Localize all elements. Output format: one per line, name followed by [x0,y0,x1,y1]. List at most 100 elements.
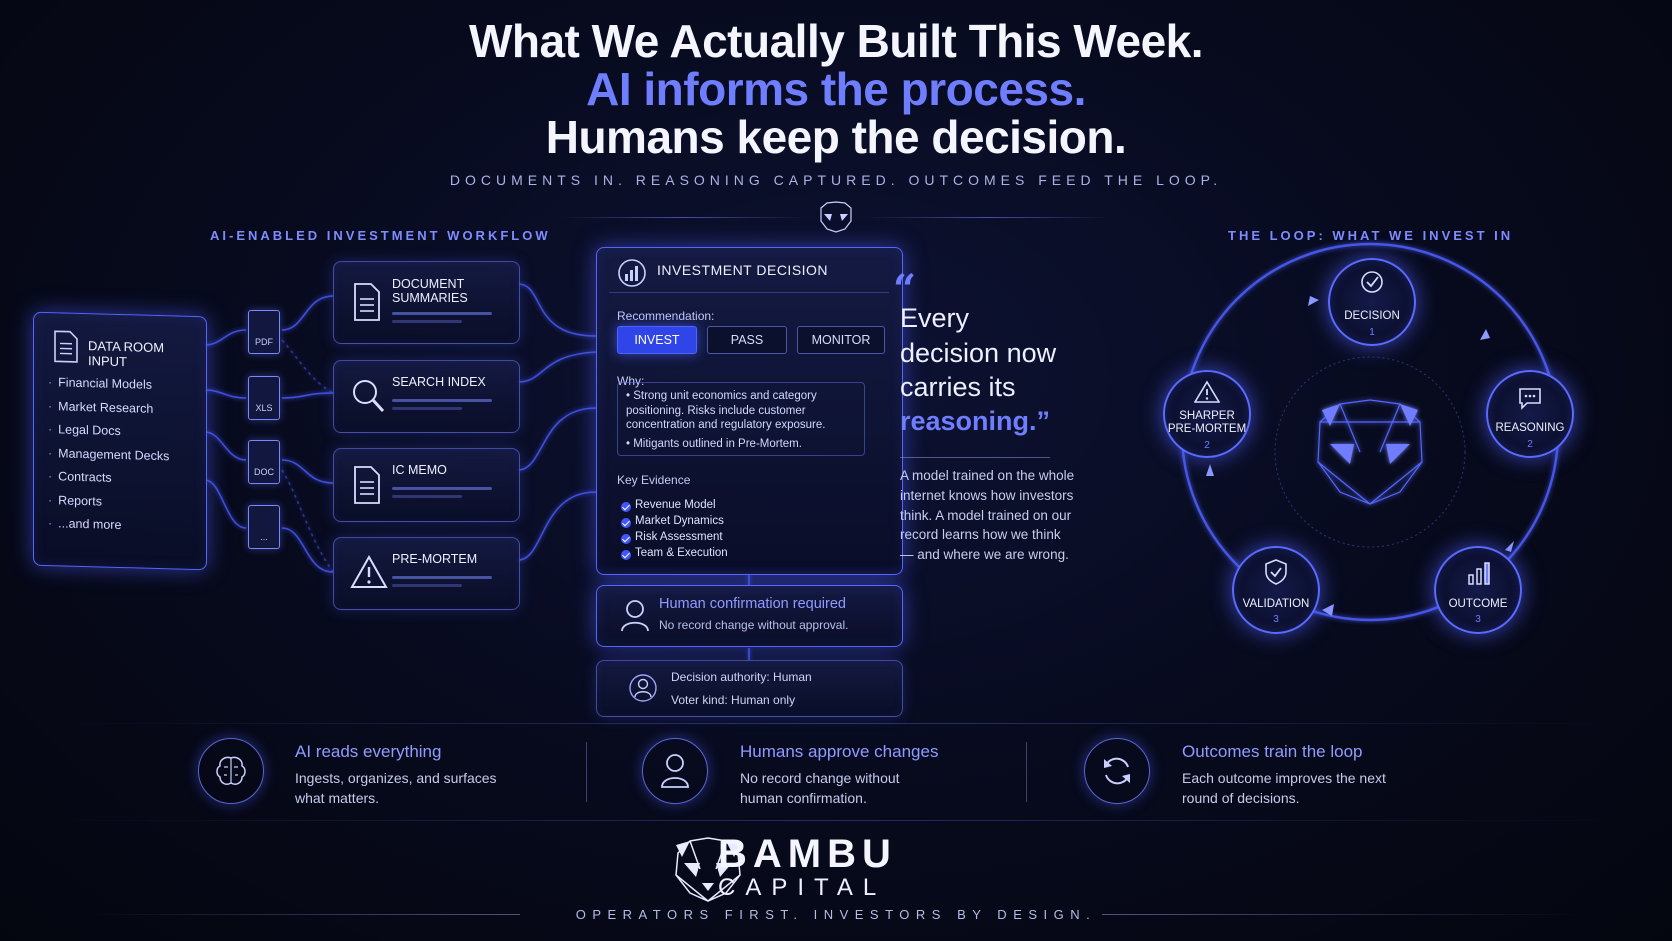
more-file-icon: ... [248,505,280,549]
module-search-index[interactable]: SEARCH INDEX [333,360,520,433]
memo-icon [354,466,380,504]
why-box: • Strong unit economics and category pos… [617,382,865,456]
header-divider-left [560,217,806,218]
panda-logo-icon [675,837,741,902]
feature-separator [1026,742,1027,802]
loop-node-reasoning[interactable]: REASONING 2 [1486,370,1574,458]
loop-node-sharper-pre-mortem[interactable]: SHARPER PRE-MORTEM 2 [1163,370,1251,458]
investment-decision-panel: INVESTMENT DECISION Recommendation: INVE… [596,247,903,575]
module-ic-memo[interactable]: IC MEMO [333,448,520,522]
warning-icon [1194,380,1220,403]
quote-line: decision now [900,338,1057,368]
data-room-title: DATA ROOM INPUT [88,338,165,370]
brand-name: BAMBU [718,832,897,876]
recommendation-label: Recommendation: [617,309,715,323]
brand-motto: OPERATORS FIRST. INVESTORS BY DESIGN. [575,907,1097,922]
panda-emblem-center [1317,399,1423,505]
feature-text: No record change without human confirmat… [740,770,900,806]
motto-divider-right [1102,914,1582,915]
list-item: Management Decks [48,446,169,473]
decision-authority-panel: Decision authority: Human Voter kind: Hu… [596,660,903,717]
warning-icon [350,554,388,588]
quote-mark-icon: “ [893,266,917,313]
headline-line-3: Humans keep the decision. [545,111,1127,163]
human-confirmation-panel: Human confirmation required No record ch… [596,585,903,647]
list-item: Legal Docs [48,422,169,449]
bar-chart-icon [1468,562,1490,585]
person-icon [642,738,708,804]
evidence-item: Risk Assessment [635,531,723,543]
pdf-file-icon: PDF [248,310,280,354]
list-item: Contracts [48,469,169,496]
evidence-label: Key Evidence [617,473,691,487]
doc-file-icon: DOC [248,440,280,484]
check-icon [621,550,631,560]
check-icon [621,534,631,544]
chart-gauge-icon [618,259,646,287]
evidence-item: Revenue Model [635,499,716,511]
why-label: Why: [617,374,645,388]
target-check-icon [1361,271,1383,293]
module-pre-mortem[interactable]: PRE-MORTEM [333,537,520,610]
list-item: Reports [48,493,169,520]
brain-icon [198,738,264,804]
feature-row-bottom-border [40,820,1632,821]
why-point: • Strong unit economics and category pos… [626,390,826,431]
quote-paragraph: A model trained on the whole internet kn… [900,468,1075,563]
quote-line-highlight: reasoning.” [900,406,1051,436]
folder-document-icon [54,330,78,363]
why-point: • Mitigants outlined in Pre-Mortem. [626,438,802,450]
list-item: ...and more [48,516,169,543]
person-circle-icon [629,674,657,702]
feature-row-top-border [40,723,1632,724]
module-document-summaries[interactable]: DOCUMENT SUMMARIES [333,261,520,344]
module-label: DOCUMENT SUMMARIES [392,277,468,305]
header-divider-right [866,217,1112,218]
list-item: Market Research [48,399,169,426]
check-icon [621,518,631,528]
chat-icon [1519,388,1541,410]
module-label: PRE-MORTEM [392,552,478,566]
human-confirmation-subtitle: No record change without approval. [659,618,849,632]
evidence-item: Market Dynamics [635,515,724,527]
quote-line: carries its [900,372,1016,402]
headline-line-1: What We Actually Built This Week. [468,15,1204,67]
loop-node-decision[interactable]: DECISION 1 [1328,258,1416,346]
decision-title: INVESTMENT DECISION [657,262,829,278]
document-icon [354,283,380,321]
motto-divider-left [90,914,520,915]
loop-title: THE LOOP: WHAT WE INVEST IN [1228,228,1514,243]
list-item: Financial Models [48,375,169,402]
brand-sub: CAPITAL [718,874,887,901]
feature-text: Each outcome improves the next round of … [1182,770,1386,806]
evidence-item: Team & Execution [635,547,728,559]
monitor-button[interactable]: MONITOR [797,326,885,354]
feature-separator [586,742,587,802]
human-confirmation-title: Human confirmation required [659,596,846,612]
module-label: SEARCH INDEX [392,375,486,389]
feature-title: AI reads everything [295,742,442,761]
tagline: DOCUMENTS IN. REASONING CAPTURED. OUTCOM… [449,172,1223,188]
loop-node-outcome[interactable]: OUTCOME 3 [1434,546,1522,634]
quote-divider [900,457,1050,458]
invest-button[interactable]: INVEST [617,326,697,354]
shield-check-icon [1265,559,1287,585]
workflow-title: AI-ENABLED INVESTMENT WORKFLOW [210,228,551,243]
panda-emblem-small [820,201,852,233]
data-room-panel: DATA ROOM INPUT Financial Models Market … [33,311,207,571]
authority-line-2: Voter kind: Human only [671,693,796,707]
loop-node-validation[interactable]: VALIDATION 3 [1232,546,1320,634]
headline-line-2: AI informs the process. [586,63,1086,115]
feature-title: Outcomes train the loop [1182,742,1363,761]
feature-text: Ingests, organizes, and surfaces what ma… [295,770,497,806]
person-icon [621,600,649,632]
search-icon [353,380,385,413]
pass-button[interactable]: PASS [707,326,787,354]
data-room-list: Financial Models Market Research Legal D… [48,375,169,543]
module-label: IC MEMO [392,463,447,477]
authority-line-1: Decision authority: Human [671,670,812,684]
check-icon [621,502,631,512]
xls-file-icon: XLS [248,376,280,420]
refresh-icon [1084,738,1150,804]
feature-title: Humans approve changes [740,742,939,761]
